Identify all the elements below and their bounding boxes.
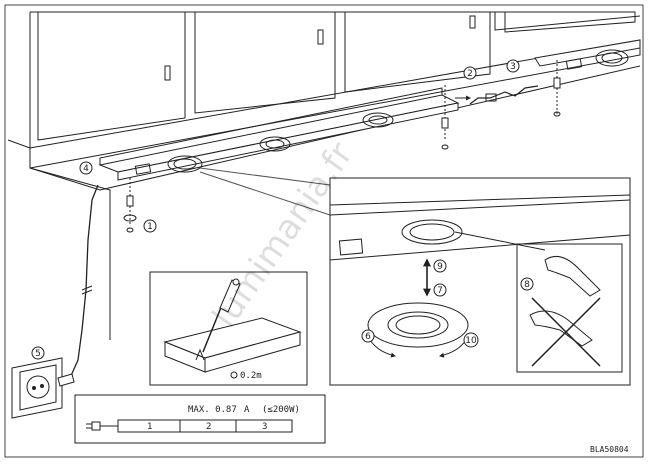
tool-detail-panel: 0.2m (149, 271, 308, 386)
spotlight-3 (362, 112, 394, 128)
cable-length-label: 0.2m (240, 371, 262, 381)
hand-icon (529, 255, 601, 347)
detail-zoom-panel (199, 167, 631, 386)
doc-code: BLA50804 (590, 445, 629, 454)
switch-box (134, 163, 152, 175)
chain-segment-2: 2 (206, 422, 211, 432)
led-light-bar-extension (534, 39, 641, 70)
plug-icon (86, 421, 118, 431)
step-3-callout: 3 (506, 59, 520, 73)
screwdriver-icon (202, 278, 241, 353)
spec-max-label: MAX. 0.87 (188, 405, 237, 415)
svg-text:5: 5 (35, 349, 41, 359)
svg-text:9: 9 (437, 262, 443, 272)
chain-segment-3: 3 (262, 422, 267, 432)
step-4-callout: 4 (79, 161, 93, 175)
spotlight-1 (167, 155, 203, 173)
connector-cable (455, 85, 539, 105)
chain-segment-1: 1 (147, 422, 152, 432)
page-border (4, 4, 644, 458)
svg-text:10: 10 (465, 336, 477, 346)
switch-box-2 (565, 58, 583, 70)
switch-detail (338, 238, 364, 256)
svg-text:1: 1 (147, 222, 153, 232)
step-5-callout: 5 (31, 346, 45, 360)
svg-text:6: 6 (365, 332, 371, 342)
svg-text:4: 4 (83, 164, 89, 174)
svg-text:7: 7 (437, 286, 443, 296)
kitchen-cabinets (7, 11, 641, 340)
bezel-ring (367, 302, 469, 348)
spec-unit-label: A (244, 405, 250, 415)
spotlight-2 (259, 136, 291, 152)
svg-text:2: 2 (467, 69, 473, 79)
step-9-callout: 9 (433, 259, 447, 273)
step-10-callout: 10 (463, 332, 479, 348)
power-cable (69, 184, 99, 379)
step-7-callout: 7 (433, 283, 447, 297)
spot-detail (401, 219, 463, 245)
spec-power-label: (≤200W) (262, 405, 300, 415)
step-8-callout: 8 (520, 277, 534, 291)
svg-text:3: 3 (510, 62, 516, 72)
spotlight-4 (595, 49, 629, 67)
svg-text:8: 8 (524, 280, 530, 290)
step-2-callout: 2 (463, 66, 477, 80)
power-spec-box: MAX. 0.87 A (≤200W) 1 2 3 (74, 394, 326, 444)
screw-icon (123, 60, 561, 233)
wall-socket (11, 357, 75, 419)
led-light-bar (98, 87, 460, 181)
step-6-callout: 6 (361, 329, 375, 343)
step-1-callout: 1 (143, 219, 157, 233)
